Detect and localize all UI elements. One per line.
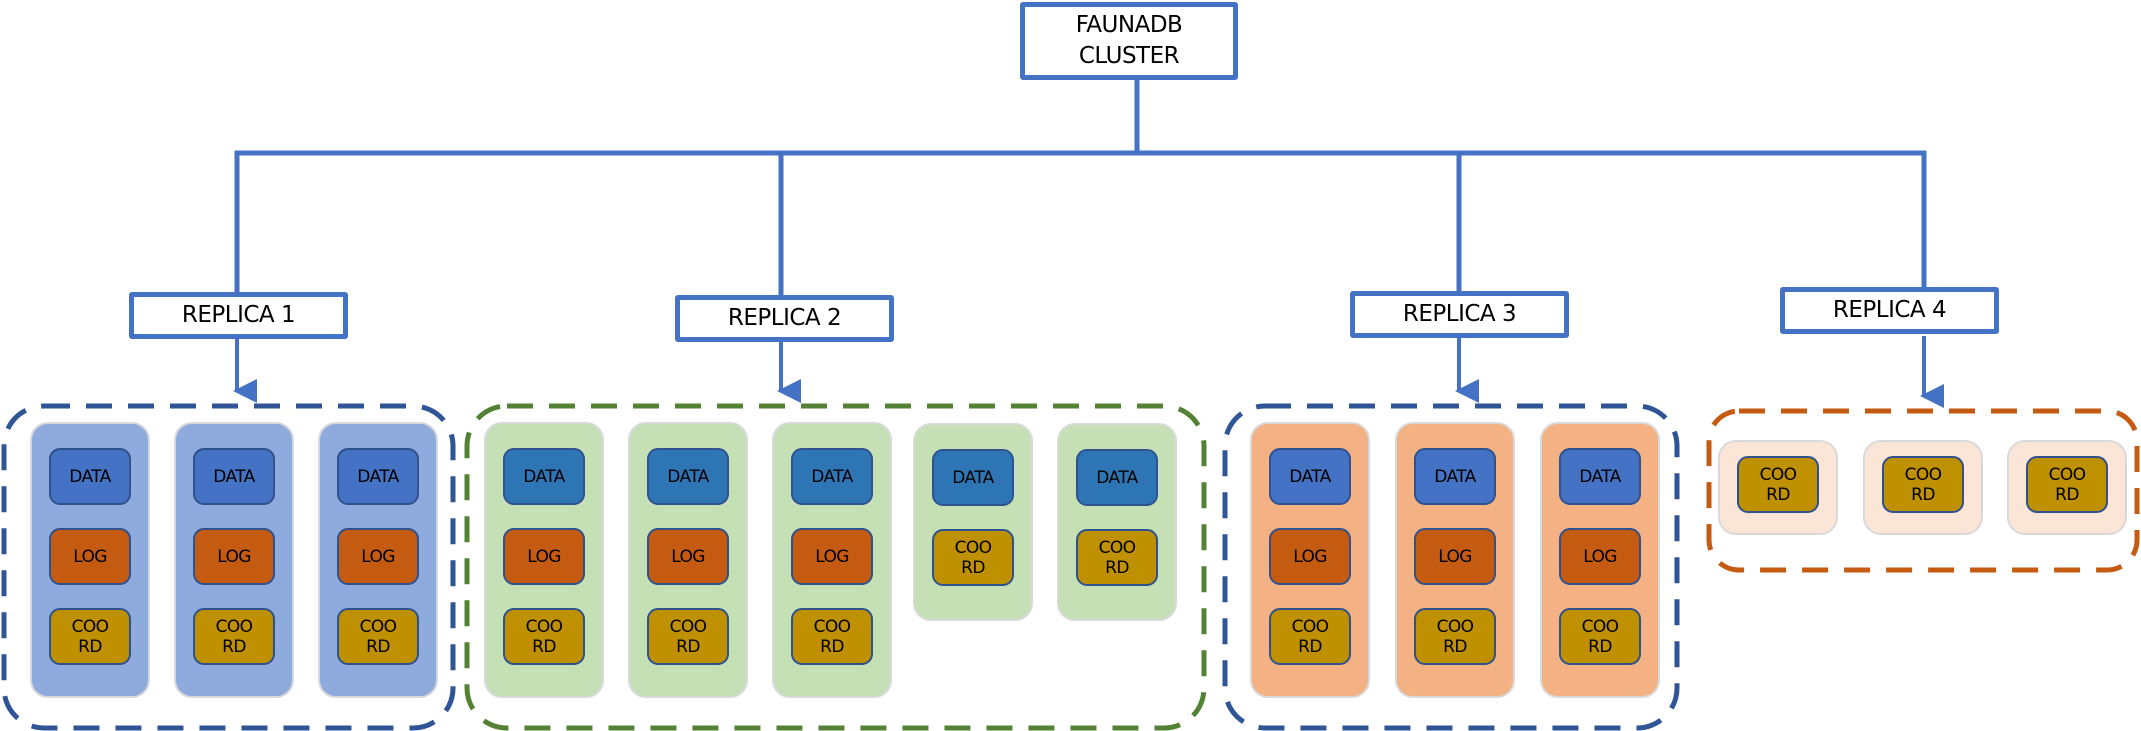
- data-component: DATA: [49, 448, 131, 505]
- data-component: DATA: [337, 448, 419, 505]
- coord-component: COO RD: [49, 608, 131, 665]
- coord-component: COO RD: [193, 608, 275, 665]
- data-component: DATA: [791, 448, 873, 505]
- replica-2-label: REPLICA 2: [727, 305, 842, 331]
- replica-4-group-border: [1706, 408, 2140, 573]
- replica-3-label: REPLICA 3: [1402, 301, 1517, 327]
- coord-component: COO RD: [1559, 608, 1641, 665]
- replica-1-label: REPLICA 1: [181, 302, 296, 328]
- log-component: LOG: [193, 528, 275, 585]
- replica-3-node: DATA LOG COO RD: [1250, 422, 1370, 698]
- data-component: DATA: [193, 448, 275, 505]
- replica-3-group-border: [1222, 403, 1680, 731]
- coord-component: COO RD: [1737, 456, 1819, 513]
- log-component: LOG: [1559, 528, 1641, 585]
- replica-2-node: DATA LOG COO RD: [772, 422, 892, 698]
- log-component: LOG: [791, 528, 873, 585]
- replica-2-node: DATA LOG COO RD: [628, 422, 748, 698]
- log-component: LOG: [503, 528, 585, 585]
- log-component: LOG: [1414, 528, 1496, 585]
- coord-component: COO RD: [503, 608, 585, 665]
- replica-4-node: COO RD: [2007, 440, 2127, 535]
- replica-2-node: DATA COO RD: [1057, 423, 1177, 621]
- replica-3-node: DATA LOG COO RD: [1395, 422, 1515, 698]
- replica-3-box: REPLICA 3: [1350, 291, 1569, 338]
- data-component: DATA: [1076, 449, 1158, 506]
- replica-1-group-border: [1, 403, 456, 731]
- coord-component: COO RD: [1414, 608, 1496, 665]
- cluster-label: FAUNADB CLUSTER: [1075, 12, 1183, 69]
- coord-component: COO RD: [932, 529, 1014, 586]
- replica-4-node: COO RD: [1863, 440, 1983, 535]
- replica-2-box: REPLICA 2: [675, 295, 894, 342]
- replica-2-group-border: [464, 403, 1207, 731]
- data-component: DATA: [1414, 448, 1496, 505]
- cluster-box: FAUNADB CLUSTER: [1020, 2, 1238, 80]
- coord-component: COO RD: [1076, 529, 1158, 586]
- coord-component: COO RD: [791, 608, 873, 665]
- data-component: DATA: [1559, 448, 1641, 505]
- replica-3-node: DATA LOG COO RD: [1540, 422, 1660, 698]
- replica-1-node: DATA LOG COO RD: [318, 422, 438, 698]
- replica-2-node: DATA COO RD: [913, 423, 1033, 621]
- replica-4-box: REPLICA 4: [1780, 287, 1999, 334]
- replica-1-node: DATA LOG COO RD: [174, 422, 294, 698]
- data-component: DATA: [503, 448, 585, 505]
- log-component: LOG: [1269, 528, 1351, 585]
- replica-1-box: REPLICA 1: [129, 292, 348, 339]
- coord-component: COO RD: [647, 608, 729, 665]
- coord-component: COO RD: [2026, 456, 2108, 513]
- replica-4-node: COO RD: [1718, 440, 1838, 535]
- log-component: LOG: [337, 528, 419, 585]
- coord-component: COO RD: [1269, 608, 1351, 665]
- data-component: DATA: [647, 448, 729, 505]
- data-component: DATA: [932, 449, 1014, 506]
- replica-2-node: DATA LOG COO RD: [484, 422, 604, 698]
- replica-1-node: DATA LOG COO RD: [30, 422, 150, 698]
- log-component: LOG: [49, 528, 131, 585]
- coord-component: COO RD: [1882, 456, 1964, 513]
- coord-component: COO RD: [337, 608, 419, 665]
- log-component: LOG: [647, 528, 729, 585]
- replica-4-label: REPLICA 4: [1832, 297, 1947, 323]
- data-component: DATA: [1269, 448, 1351, 505]
